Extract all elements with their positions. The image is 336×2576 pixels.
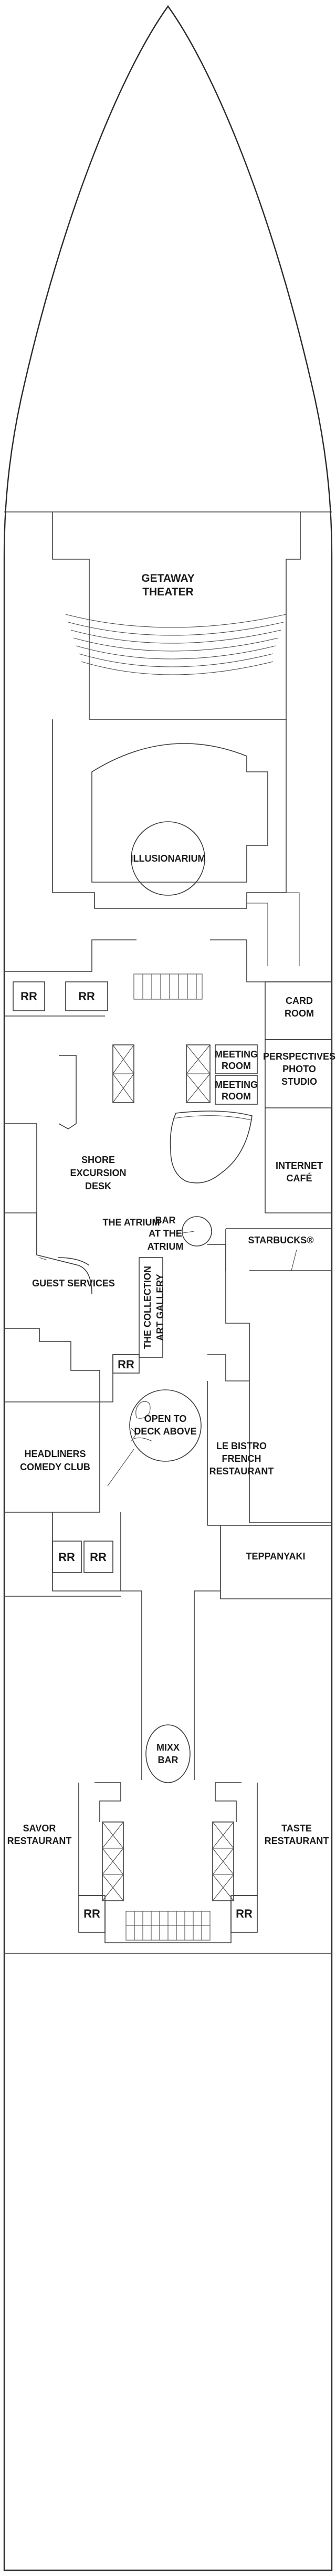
meeting-room-1-label-1: MEETING [215,1049,258,1060]
le-bistro-label-1: LE BISTRO [216,1441,267,1451]
getaway-theater-label-2: THEATER [142,586,194,598]
bar-atrium-label-2: AT THE [149,1228,182,1239]
open-deck-label-1: OPEN TO [144,1413,187,1424]
internet-cafe-label-1: INTERNET [276,1160,323,1171]
teppanyaki-label: TEPPANYAKI [246,1551,305,1562]
rr-label: RR [58,1551,75,1564]
restroom-left-1[interactable]: RR [13,981,45,1011]
card-room-label-1: CARD [286,996,313,1006]
photo-studio-label-3: STUDIO [281,1076,317,1087]
rr-label: RR [236,1907,253,1920]
meeting-room-1[interactable]: MEETING ROOM [215,1044,258,1074]
restroom-aft-2[interactable]: RR [83,1541,113,1573]
restroom-mid[interactable]: RR [112,1354,140,1374]
bar-at-the-atrium[interactable]: BAR AT THE ATRIUM [148,1215,212,1252]
meeting-room-2[interactable]: MEETING ROOM [215,1075,258,1105]
bar-atrium-label-1: BAR [155,1215,176,1226]
art-gallery-label-2: ART GALLERY [155,1274,165,1341]
rr-label: RR [90,1551,107,1564]
starbucks-label: STARBUCKS® [248,1235,314,1245]
restroom-left-2[interactable]: RR [65,981,108,1011]
mixx-bar-label-2: BAR [158,1755,178,1765]
starbucks[interactable]: STARBUCKS® [207,1228,332,1523]
rr-label: RR [118,1358,134,1371]
shore-excursion-label-3: DESK [85,1181,111,1191]
illusionarium[interactable]: ILLUSIONARIUM [52,719,300,966]
guest-services[interactable]: GUEST SERVICES [4,1212,115,1295]
photo-studio-label-1: PERSPECTIVES [263,1051,335,1062]
internet-cafe-label-2: CAFÉ [287,1172,312,1184]
forward-stairs [133,973,203,1000]
le-bistro-french-restaurant[interactable]: LE BISTRO FRENCH RESTAURANT [207,1381,332,1526]
shore-excursion-label-1: SHORE [81,1155,115,1165]
mixx-bar[interactable]: MIXX BAR [145,1724,191,1783]
savor-label-2: RESTAURANT [7,1836,72,1846]
art-gallery-label-1: THE COLLECTION [142,1266,153,1349]
restroom-aft-1[interactable]: RR [52,1541,82,1573]
bar-atrium-label-3: ATRIUM [148,1241,184,1252]
the-collection-art-gallery[interactable]: THE COLLECTION ART GALLERY [139,1257,165,1358]
headliners-label-2: COMEDY CLUB [20,1462,90,1472]
illusionarium-label: ILLUSIONARIUM [131,853,206,864]
rr-label: RR [78,990,95,1003]
mixx-bar-label-1: MIXX [156,1742,180,1753]
aft-elevators [94,1782,242,1901]
teppanyaki[interactable]: TEPPANYAKI [220,1525,332,1599]
internet-cafe[interactable]: INTERNET CAFÉ [265,1108,332,1213]
left-mid-walls [4,1328,139,1402]
aft-stairs [104,1901,232,1943]
headliners-label-1: HEADLINERS [24,1449,86,1459]
atrium-stage-edge [173,1115,251,1121]
rr-label: RR [20,990,37,1003]
le-bistro-label-2: FRENCH [222,1453,261,1464]
taste-label-1: TASTE [281,1823,312,1834]
rr-label: RR [83,1907,100,1920]
getaway-theater[interactable]: GETAWAY THEATER [52,512,301,720]
aft-corridor [121,1590,220,1780]
taste-restaurant[interactable]: TASTE RESTAURANT [234,1783,329,1896]
right-mid-walls [207,1270,332,1523]
meeting-room-2-label-2: ROOM [222,1091,251,1102]
forward-elevators [112,1044,211,1103]
open-to-deck-above: OPEN TO DECK ABOVE [107,1389,202,1486]
shore-excursion-label-2: EXCURSION [70,1168,126,1178]
meeting-room-2-label-1: MEETING [215,1080,258,1090]
card-room-label-2: ROOM [285,1008,314,1019]
shore-excursion-desk[interactable]: SHORE EXCURSION DESK [4,1055,127,1255]
the-atrium-label: THE ATRIUM [103,1217,160,1228]
ship-hull [3,5,333,2571]
card-room[interactable]: CARD ROOM [265,981,332,1040]
perspectives-photo-studio[interactable]: PERSPECTIVES PHOTO STUDIO [263,1039,335,1108]
guest-services-label: GUEST SERVICES [32,1278,115,1289]
atrium-stage [170,1111,253,1184]
getaway-theater-label-1: GETAWAY [141,572,195,584]
open-deck-label-2: DECK ABOVE [134,1426,196,1437]
meeting-room-1-label-2: ROOM [222,1061,251,1071]
savor-label-1: SAVOR [23,1823,56,1834]
photo-studio-label-2: PHOTO [282,1064,316,1074]
headliners-comedy-club[interactable]: HEADLINERS COMEDY CLUB [4,1401,100,1513]
taste-label-2: RESTAURANT [265,1836,329,1846]
le-bistro-label-3: RESTAURANT [209,1466,274,1477]
